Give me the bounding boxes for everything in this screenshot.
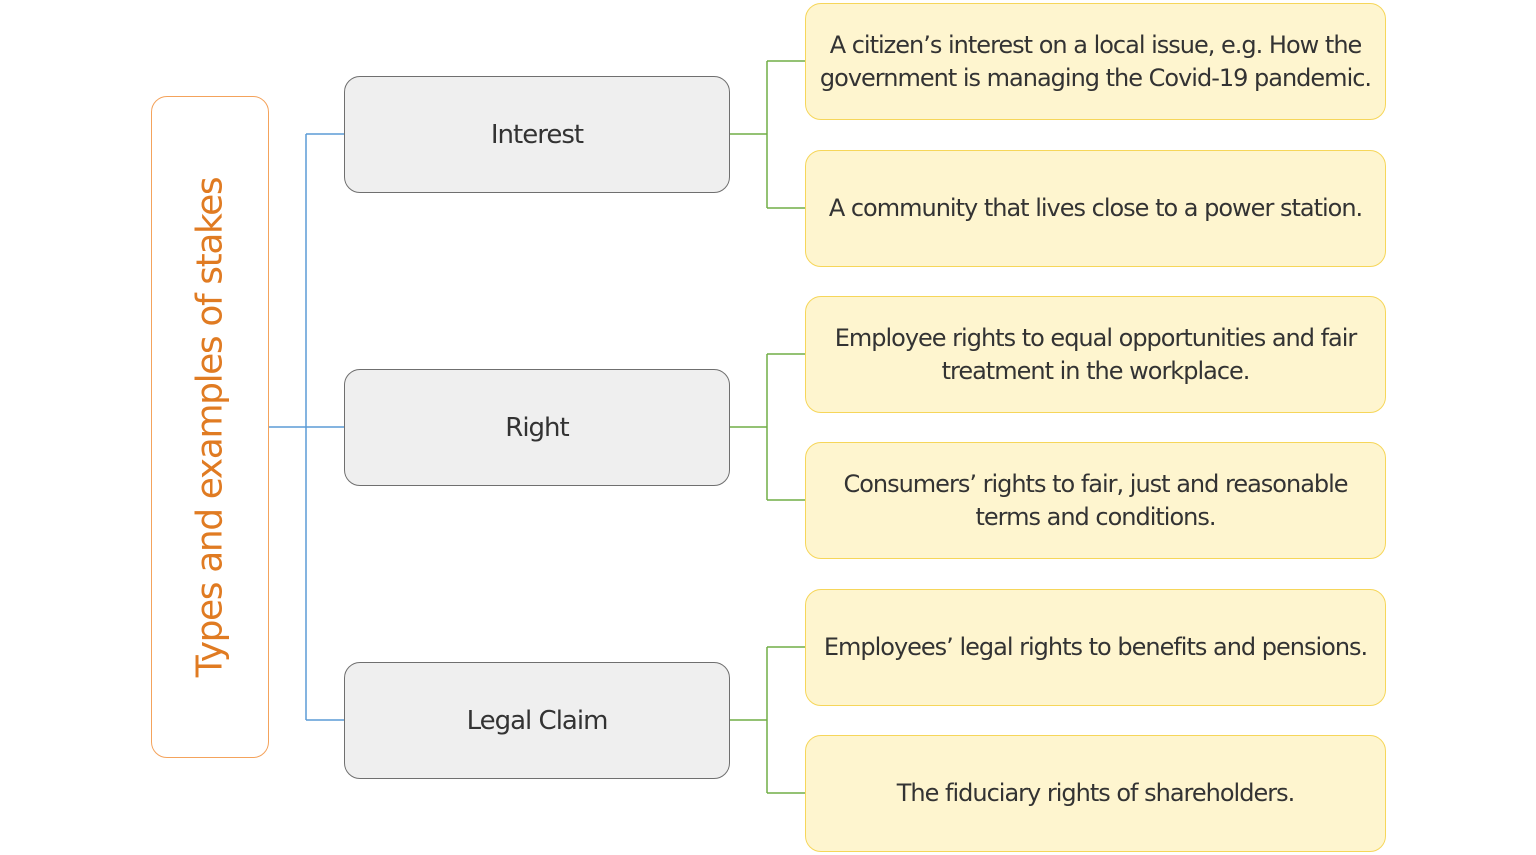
example-node-interest-2: A community that lives close to a power … [805, 150, 1386, 267]
example-node-legal-claim-1: Employees’ legal rights to benefits and … [805, 589, 1386, 706]
example-node-right-1: Employee rights to equal opportunities a… [805, 296, 1386, 413]
example-text: The fiduciary rights of shareholders. [896, 779, 1295, 807]
example-text: A community that lives close to a power … [828, 194, 1363, 222]
root-node: Types and examples of stakes [151, 96, 269, 758]
category-label: Interest [490, 119, 584, 150]
root-connectors [269, 133, 344, 721]
category-label: Right [505, 412, 569, 443]
example-text: Employees’ legal rights to benefits and … [823, 633, 1368, 661]
example-connectors [730, 60, 805, 794]
category-node-right: Right [344, 369, 730, 486]
example-text: Employee rights to equal opportunities a… [834, 323, 1358, 385]
category-node-interest: Interest [344, 76, 730, 193]
example-node-legal-claim-2: The fiduciary rights of shareholders. [805, 735, 1386, 852]
category-node-legal-claim: Legal Claim [344, 662, 730, 779]
example-text: Consumers’ rights to fair, just and reas… [843, 469, 1348, 531]
root-label: Types and examples of stakes [189, 177, 231, 677]
example-text: A citizen’s interest on a local issue, e… [819, 30, 1372, 92]
example-node-interest-1: A citizen’s interest on a local issue, e… [805, 3, 1386, 120]
example-node-right-2: Consumers’ rights to fair, just and reas… [805, 442, 1386, 559]
category-label: Legal Claim [466, 705, 609, 736]
